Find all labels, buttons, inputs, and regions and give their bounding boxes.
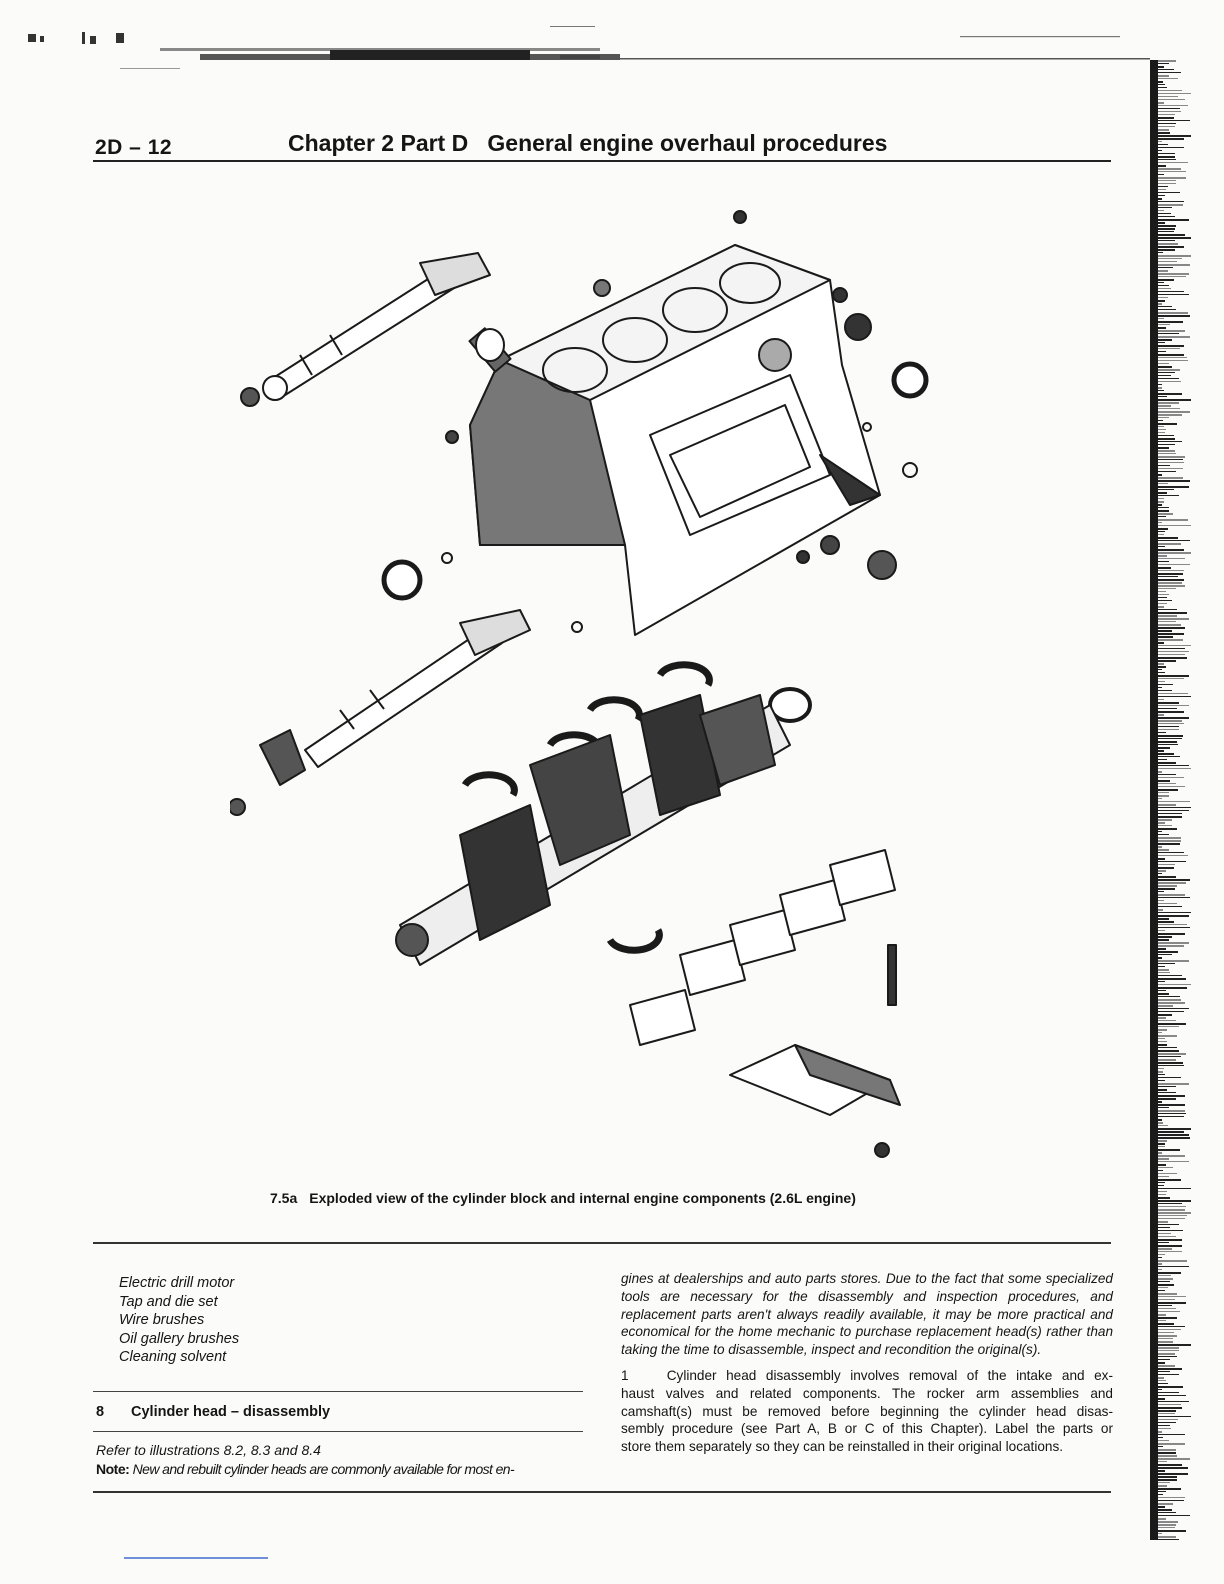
crankshaft <box>395 694 791 966</box>
illustration-reference: Refer to illustrations 8.2, 8.3 and 8.4 <box>96 1442 321 1458</box>
tool-item: Wire brushes <box>119 1312 205 1329</box>
section-divider <box>93 1242 1111 1244</box>
scan-artifact-top <box>28 26 1150 69</box>
paragraph-line: haust valves and related components. The… <box>621 1385 1113 1401</box>
section-heading-rule-top <box>93 1391 583 1393</box>
paragraph-line: 1 Cylinder head disassembly involves rem… <box>621 1367 1113 1383</box>
page-number: 2D – 12 <box>95 136 173 159</box>
cylinder-block <box>469 244 881 636</box>
section-heading-rule-bottom <box>93 1431 583 1433</box>
paragraph-line: sembly procedure (see Part A, B or C of … <box>621 1421 1113 1437</box>
tool-item: Cleaning solvent <box>119 1349 227 1366</box>
balance-shaft-lower <box>259 609 531 786</box>
figure-number: 7.5a <box>270 1190 298 1206</box>
note-continued: gines at dealerships and auto parts stor… <box>621 1271 1113 1358</box>
figure-caption-text: Exploded view of the cylinder block and … <box>309 1190 856 1206</box>
chapter-title: Chapter 2 Part D General engine overhaul… <box>288 130 888 156</box>
header-rule <box>93 160 1111 162</box>
tool-item: Tap and die set <box>119 1293 218 1310</box>
tool-item: Oil gallery brushes <box>119 1330 240 1347</box>
figure-caption: 7.5a Exploded view of the cylinder block … <box>270 1190 970 1206</box>
tool-item: Electric drill motor <box>119 1275 235 1291</box>
paragraph-line: camshaft(s) must be removed before begin… <box>621 1403 1113 1419</box>
right-column-text: gines at dealerships and auto parts stor… <box>621 1270 1113 1456</box>
balance-shaft-upper <box>262 252 491 401</box>
engine-exploded-view-illustration <box>230 210 929 1158</box>
page-edge-binding <box>1150 60 1191 1540</box>
main-bearing-caps <box>629 849 896 1046</box>
footer-rule <box>93 1491 1111 1493</box>
note-text: New and rebuilt cylinder heads are commo… <box>132 1461 515 1477</box>
tools-list: Electric drill motor Tap and die set Wir… <box>119 1274 579 1367</box>
section-note: Note: New and rebuilt cylinder heads are… <box>96 1461 515 1477</box>
paragraph-1: 1 Cylinder head disassembly involves rem… <box>621 1367 1113 1456</box>
bolt <box>240 387 260 407</box>
section-heading: 8 Cylinder head – disassembly <box>96 1404 330 1420</box>
scan-artifact-blue-line <box>124 1557 268 1559</box>
note-label: Note: <box>96 1461 130 1477</box>
paragraph-line: store them separately so they can be rei… <box>621 1439 1064 1455</box>
section-number: 8 <box>96 1404 105 1420</box>
section-title: Cylinder head – disassembly <box>131 1404 331 1420</box>
page-header: 2D – 12 Chapter 2 Part D General engine … <box>95 128 1110 164</box>
